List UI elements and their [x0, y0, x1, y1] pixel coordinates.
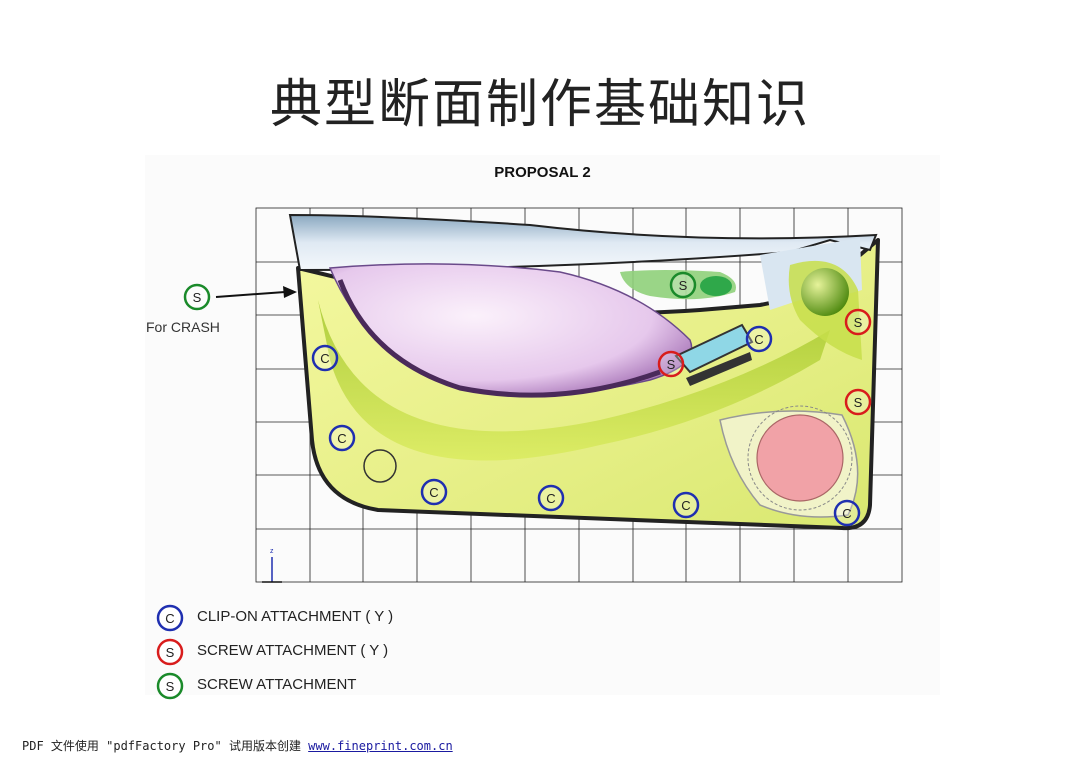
svg-text:S: S — [667, 357, 676, 372]
legend-item: S SCREW ATTACHMENT ( Y ) — [155, 637, 388, 671]
legend-marker-s-red-icon: S — [156, 638, 184, 666]
svg-text:S: S — [854, 315, 863, 330]
legend: C CLIP-ON ATTACHMENT ( Y ) S SCREW ATTAC… — [155, 603, 393, 705]
clip-marker-icon: C — [328, 424, 356, 452]
footer-text: PDF 文件使用 "pdfFactory Pro" 试用版本创建 — [22, 739, 309, 753]
clip-marker-icon: C — [745, 325, 773, 353]
svg-text:S: S — [193, 290, 202, 305]
legend-label: SCREW ATTACHMENT — [197, 676, 357, 693]
screw-marker-icon: S — [844, 308, 872, 336]
z-axis-label: z — [270, 548, 274, 555]
svg-text:C: C — [429, 485, 438, 500]
svg-text:C: C — [842, 506, 851, 521]
svg-text:C: C — [546, 491, 555, 506]
crash-label: For CRASH — [146, 319, 220, 335]
svg-text:C: C — [754, 332, 763, 347]
svg-text:C: C — [320, 351, 329, 366]
page-title: 典型断面制作基础知识 — [269, 75, 810, 135]
legend-item: C CLIP-ON ATTACHMENT ( Y ) — [155, 603, 393, 637]
footer-link[interactable]: www.fineprint.com.cn — [308, 739, 453, 753]
svg-text:S: S — [166, 679, 175, 694]
attachment-markers: S C C C C C C C S S S S — [183, 271, 872, 527]
legend-item: S SCREW ATTACHMENT — [155, 671, 356, 705]
svg-text:C: C — [337, 431, 346, 446]
svg-text:S: S — [854, 395, 863, 410]
legend-marker-c-icon: C — [156, 604, 184, 632]
legend-label: SCREW ATTACHMENT ( Y ) — [197, 642, 389, 659]
z-axis-indicator — [262, 557, 282, 583]
svg-text:C: C — [681, 498, 690, 513]
footer: PDF 文件使用 "pdfFactory Pro" 试用版本创建 www.fin… — [22, 737, 453, 754]
svg-text:S: S — [679, 278, 688, 293]
clip-marker-icon: C — [420, 478, 448, 506]
door-handle — [674, 323, 754, 374]
armrest-band — [318, 300, 830, 461]
svg-text:S: S — [166, 645, 175, 660]
screw-marker-icon: S — [183, 283, 211, 311]
screw-marker-icon: S — [657, 350, 685, 378]
svg-text:C: C — [165, 611, 174, 626]
legend-marker-s-green-icon: S — [156, 672, 184, 700]
clip-marker-icon: C — [311, 344, 339, 372]
figure-title: PROPOSAL 2 — [494, 164, 591, 181]
clip-marker-icon: C — [833, 499, 861, 527]
screw-marker-icon: S — [844, 388, 872, 416]
legend-label: CLIP-ON ATTACHMENT ( Y ) — [197, 608, 394, 625]
clip-marker-icon: C — [537, 484, 565, 512]
door-knob-shape — [801, 268, 849, 316]
clip-marker-icon: C — [672, 491, 700, 519]
drain-hole — [363, 449, 397, 483]
speaker-circle — [756, 414, 844, 502]
screw-marker-icon: S — [669, 271, 697, 299]
